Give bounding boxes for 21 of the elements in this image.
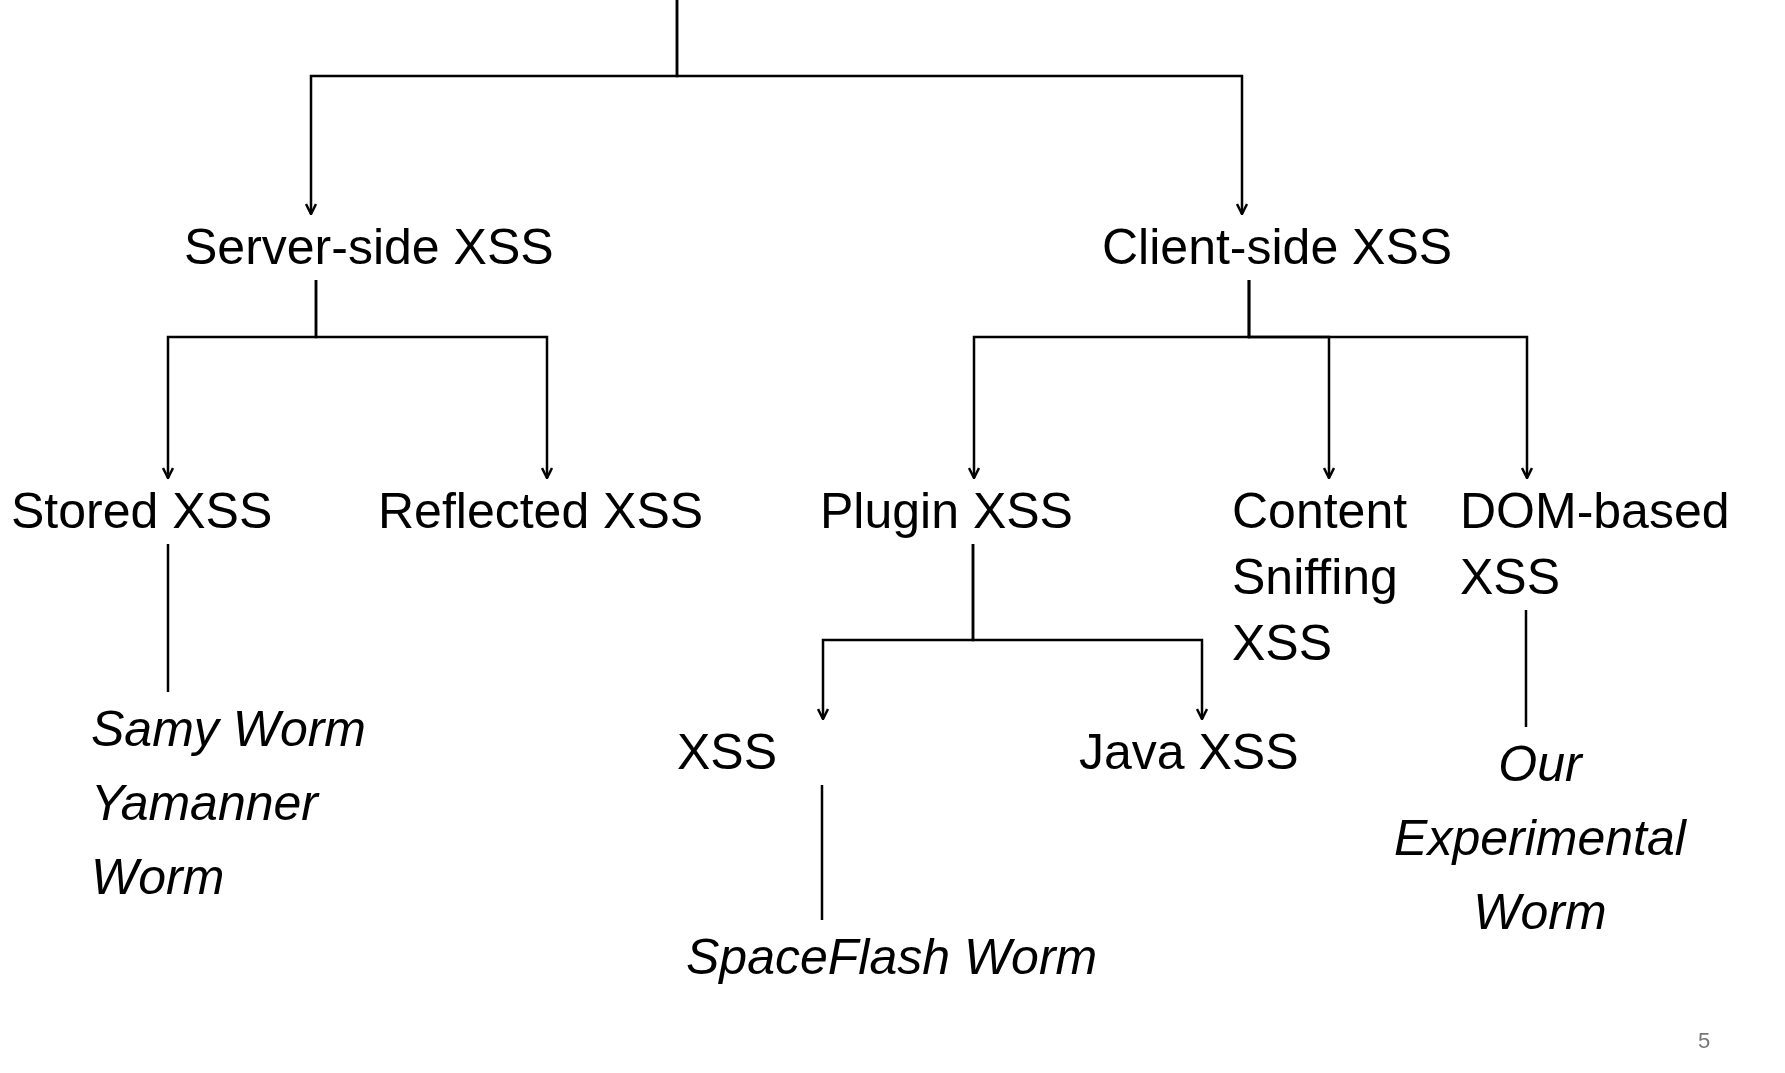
example-label: Samy Worm <box>91 700 367 759</box>
example-label: Yamanner Worm <box>91 774 321 907</box>
category-label: Java XSS <box>1079 719 1339 785</box>
category-label: XSS <box>677 719 927 785</box>
category-label: Our Experimental Worm <box>1365 727 1715 949</box>
category-label: Content Sniffing XSS <box>1232 478 1447 676</box>
category-label: Client-side XSS <box>1102 214 1522 280</box>
category-label: Reflected XSS <box>378 478 758 544</box>
arrow <box>675 0 1249 216</box>
connector-line <box>820 785 824 920</box>
connector-line <box>166 544 170 692</box>
category-label: Server-side XSS <box>184 214 604 280</box>
category-label: Plugin XSS <box>820 478 1120 544</box>
page-number: 5 <box>1698 1028 1711 1054</box>
arrow <box>314 280 554 480</box>
connector-line <box>1524 610 1528 727</box>
category-label: Stored XSS <box>11 478 311 544</box>
category-label: DOM-based XSS <box>1460 478 1780 610</box>
arrow <box>1247 280 1534 480</box>
arrow <box>971 544 1209 721</box>
category-label: SpaceFlash Worm <box>686 920 1156 994</box>
